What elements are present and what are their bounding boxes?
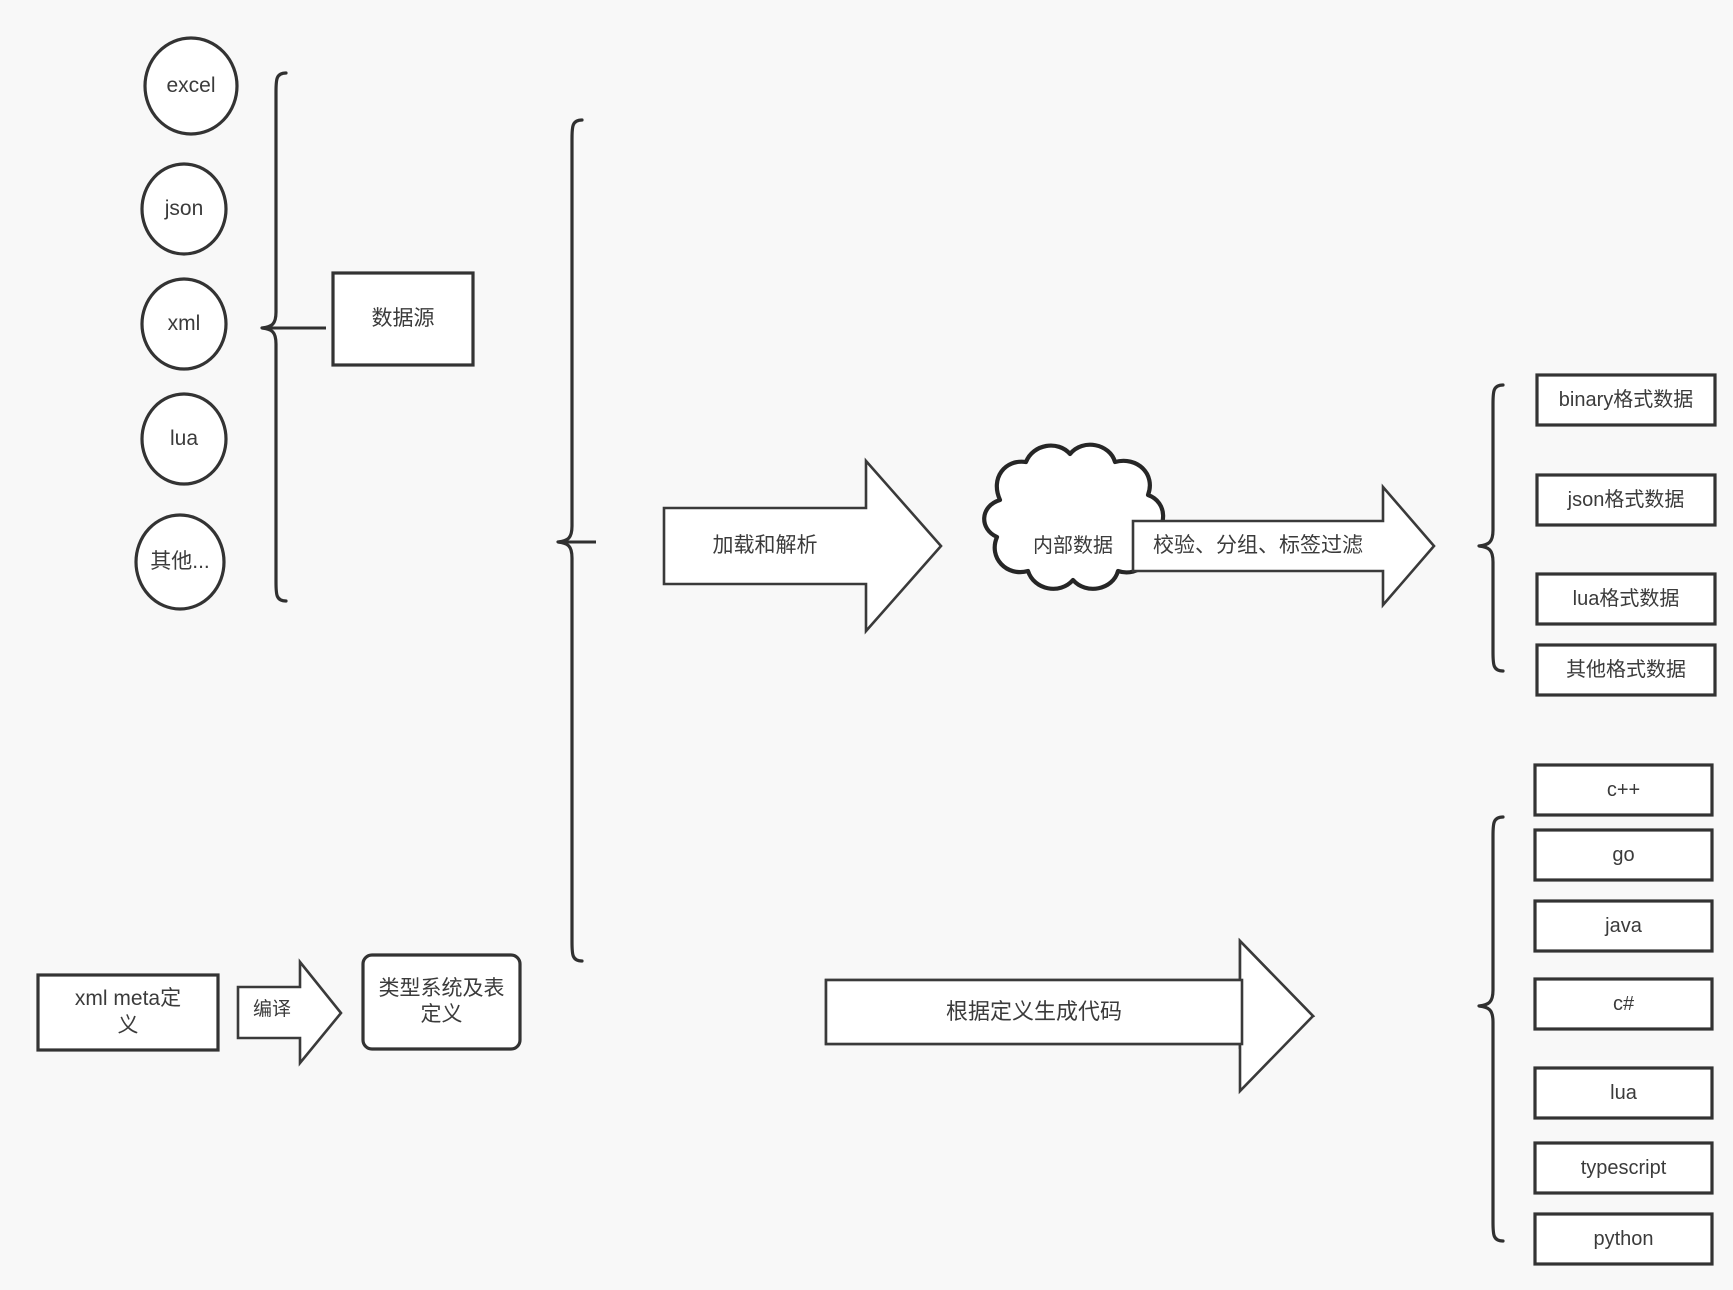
source-ellipse-other[interactable]	[134, 513, 226, 611]
xml-meta-definition-box[interactable]	[36, 973, 220, 1052]
source-ellipse-lua[interactable]	[140, 392, 228, 486]
sources-brace	[260, 71, 288, 603]
codegen-arrow-shaft	[824, 978, 1244, 1046]
data-format-box-lua[interactable]	[1535, 572, 1717, 626]
source-ellipse-xml[interactable]	[140, 277, 228, 371]
language-box-cpp[interactable]	[1533, 763, 1714, 817]
data-format-box-binary[interactable]	[1535, 373, 1717, 427]
data-format-brace	[1477, 383, 1505, 673]
language-box-lua[interactable]	[1533, 1066, 1714, 1120]
load-parse-arrow[interactable]	[662, 457, 943, 635]
language-box-typescript[interactable]	[1533, 1141, 1714, 1195]
type-system-box[interactable]	[361, 953, 522, 1051]
language-box-csharp[interactable]	[1533, 977, 1714, 1031]
source-ellipse-excel[interactable]	[143, 36, 239, 136]
data-format-box-json[interactable]	[1535, 473, 1717, 527]
language-box-go[interactable]	[1533, 828, 1714, 882]
language-box-python[interactable]	[1533, 1212, 1714, 1266]
source-ellipse-json[interactable]	[140, 162, 228, 256]
language-brace	[1477, 815, 1505, 1243]
data-format-box-other[interactable]	[1535, 643, 1717, 697]
data-source-box[interactable]	[331, 271, 475, 367]
language-box-java[interactable]	[1533, 899, 1714, 953]
compile-arrow[interactable]	[236, 958, 343, 1067]
validate-group-filter-arrow[interactable]	[1131, 483, 1436, 609]
codegen-arrow-head	[1238, 937, 1315, 1095]
